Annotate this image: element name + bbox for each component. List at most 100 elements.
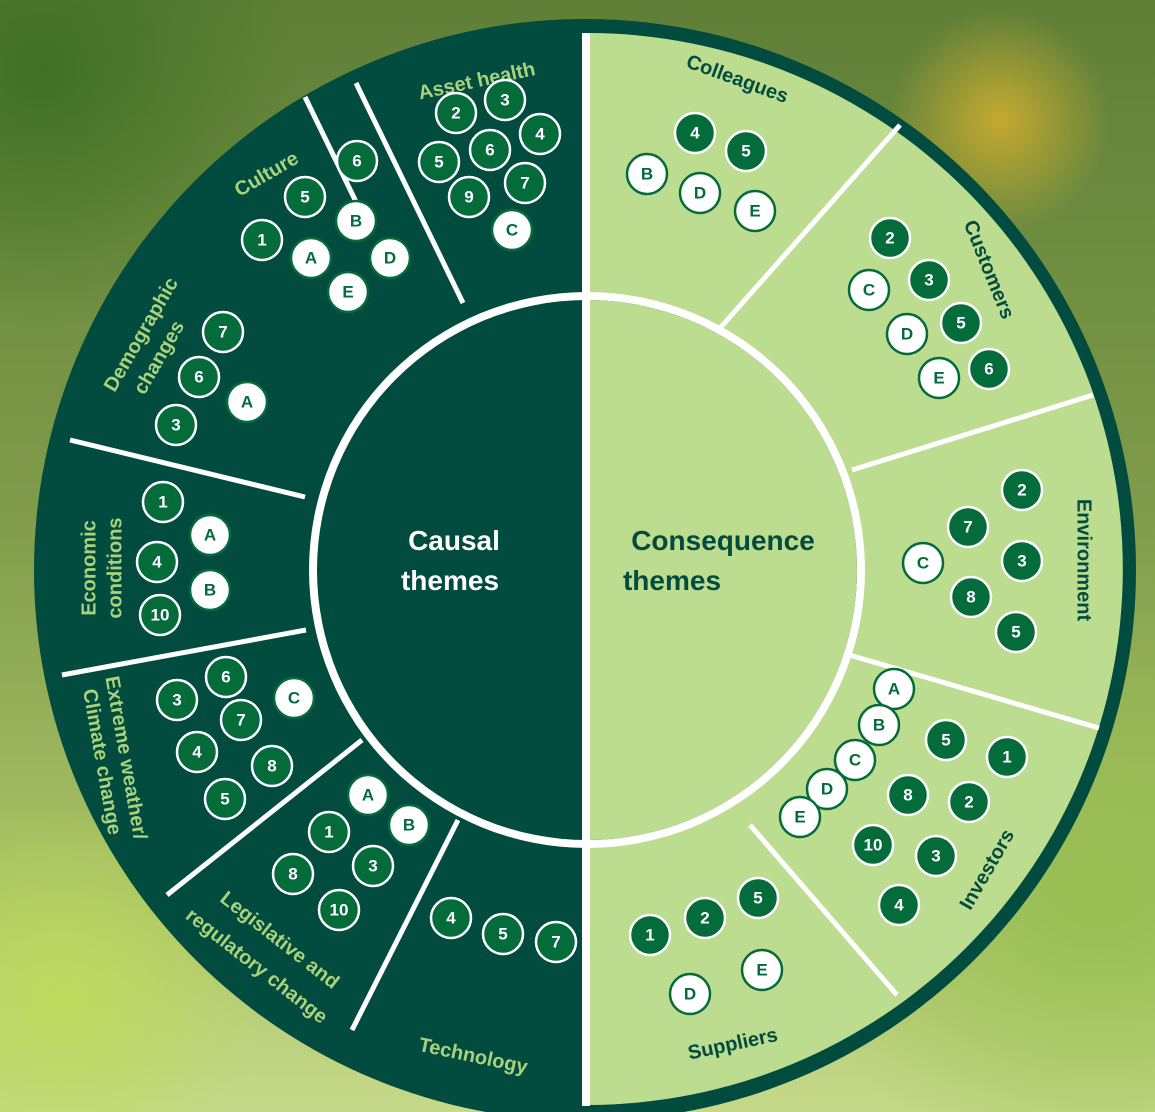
risk-badge-1: 1 bbox=[985, 735, 1029, 779]
badge-circle bbox=[994, 610, 1038, 654]
badge-text: 6 bbox=[352, 151, 361, 170]
risk-badge-5: 5 bbox=[481, 912, 525, 956]
badge-circle bbox=[271, 852, 315, 896]
badge-circle bbox=[335, 139, 379, 183]
risk-badge-d: D bbox=[805, 767, 849, 811]
risk-badge-d: D bbox=[368, 236, 412, 280]
badge-text: E bbox=[756, 960, 767, 979]
risk-badge-6: 6 bbox=[204, 655, 248, 699]
badge-text: B bbox=[641, 164, 653, 183]
badge-text: E bbox=[794, 807, 805, 826]
badge-text: 2 bbox=[885, 228, 894, 247]
segment-divider-10 bbox=[748, 823, 899, 997]
badge-circle bbox=[283, 175, 327, 219]
badge-text: 2 bbox=[964, 792, 973, 811]
badge-circle bbox=[250, 744, 294, 788]
risk-badge-7: 7 bbox=[219, 698, 263, 742]
risk-badge-a: A bbox=[188, 513, 232, 557]
risk-badge-3: 3 bbox=[155, 678, 199, 722]
badge-circle bbox=[429, 896, 473, 940]
risk-badge-3: 3 bbox=[154, 403, 198, 447]
risk-badge-4: 4 bbox=[175, 730, 219, 774]
badge-circle bbox=[188, 513, 232, 557]
badge-circle bbox=[886, 773, 930, 817]
badge-circle bbox=[805, 767, 849, 811]
badge-text: 2 bbox=[1017, 480, 1026, 499]
badge-text: B bbox=[403, 815, 415, 834]
risk-badge-3: 3 bbox=[483, 78, 527, 122]
badge-circle bbox=[740, 948, 784, 992]
badge-text: 3 bbox=[172, 690, 181, 709]
badge-text: A bbox=[204, 525, 216, 544]
badge-circle bbox=[985, 735, 1029, 779]
risk-badge-8: 8 bbox=[886, 773, 930, 817]
badge-circle bbox=[387, 803, 431, 847]
badge-text: 5 bbox=[753, 888, 762, 907]
badge-text: 1 bbox=[257, 230, 266, 249]
risk-badge-a: A bbox=[872, 667, 916, 711]
badge-text: A bbox=[305, 248, 317, 267]
risk-badge-5: 5 bbox=[939, 301, 983, 345]
badge-text: D bbox=[821, 779, 833, 798]
risk-badge-6: 6 bbox=[468, 128, 512, 172]
risk-badge-6: 6 bbox=[967, 347, 1011, 391]
segment-divider-5 bbox=[349, 818, 461, 1032]
badge-circle bbox=[534, 920, 578, 964]
badge-text: 5 bbox=[300, 187, 309, 206]
badge-text: C bbox=[288, 688, 300, 707]
segment-divider-2 bbox=[69, 437, 306, 500]
badge-text: 7 bbox=[963, 517, 972, 536]
badge-text: 10 bbox=[330, 900, 349, 919]
badge-text: 6 bbox=[221, 667, 230, 686]
consequence-title-line2: themes bbox=[623, 565, 721, 596]
badge-text: 4 bbox=[535, 124, 545, 143]
risk-badge-e: E bbox=[917, 356, 961, 400]
badge-text: 3 bbox=[500, 90, 509, 109]
risk-badge-c: C bbox=[901, 541, 945, 585]
risk-badge-7: 7 bbox=[201, 310, 245, 354]
risk-badge-e: E bbox=[778, 795, 822, 839]
risk-badge-b: B bbox=[334, 199, 378, 243]
badge-text: E bbox=[342, 282, 353, 301]
badge-circle bbox=[1000, 468, 1044, 512]
badge-text: B bbox=[350, 211, 362, 230]
badge-text: E bbox=[749, 201, 760, 220]
risk-badge-10: 10 bbox=[317, 888, 361, 932]
risk-badge-3: 3 bbox=[1000, 539, 1044, 583]
risk-badge-c: C bbox=[272, 676, 316, 720]
risk-badge-4: 4 bbox=[673, 111, 717, 155]
risk-badge-b: B bbox=[188, 568, 232, 612]
badge-circle bbox=[307, 810, 351, 854]
segment-divider-3 bbox=[61, 627, 307, 678]
badge-circle bbox=[668, 972, 712, 1016]
badge-circle bbox=[334, 199, 378, 243]
badge-circle bbox=[872, 667, 916, 711]
badge-text: B bbox=[204, 580, 216, 599]
risk-badge-5: 5 bbox=[924, 718, 968, 762]
risk-badge-2: 2 bbox=[947, 780, 991, 824]
badge-circle bbox=[683, 896, 727, 940]
badge-text: 8 bbox=[267, 756, 276, 775]
badge-circle bbox=[907, 258, 951, 302]
risk-badge-8: 8 bbox=[250, 744, 294, 788]
risk-badge-4: 4 bbox=[877, 883, 921, 927]
badge-circle bbox=[778, 795, 822, 839]
risk-badge-5: 5 bbox=[283, 175, 327, 219]
badge-circle bbox=[673, 111, 717, 155]
risk-badge-d: D bbox=[678, 171, 722, 215]
segment-divider-1 bbox=[302, 95, 363, 212]
badge-text: 3 bbox=[1017, 551, 1026, 570]
badge-text: C bbox=[917, 553, 929, 572]
badge-circle bbox=[947, 780, 991, 824]
badge-text: D bbox=[901, 324, 913, 343]
badge-text: 6 bbox=[984, 359, 993, 378]
badge-text: C bbox=[863, 280, 875, 299]
risk-badge-2: 2 bbox=[868, 216, 912, 260]
segment-divider-6 bbox=[353, 81, 466, 305]
badge-circle bbox=[135, 540, 179, 584]
badge-circle bbox=[154, 403, 198, 447]
badge-text: 6 bbox=[194, 367, 203, 386]
segment-dividers bbox=[61, 81, 1100, 1032]
risk-badge-5: 5 bbox=[736, 876, 780, 920]
